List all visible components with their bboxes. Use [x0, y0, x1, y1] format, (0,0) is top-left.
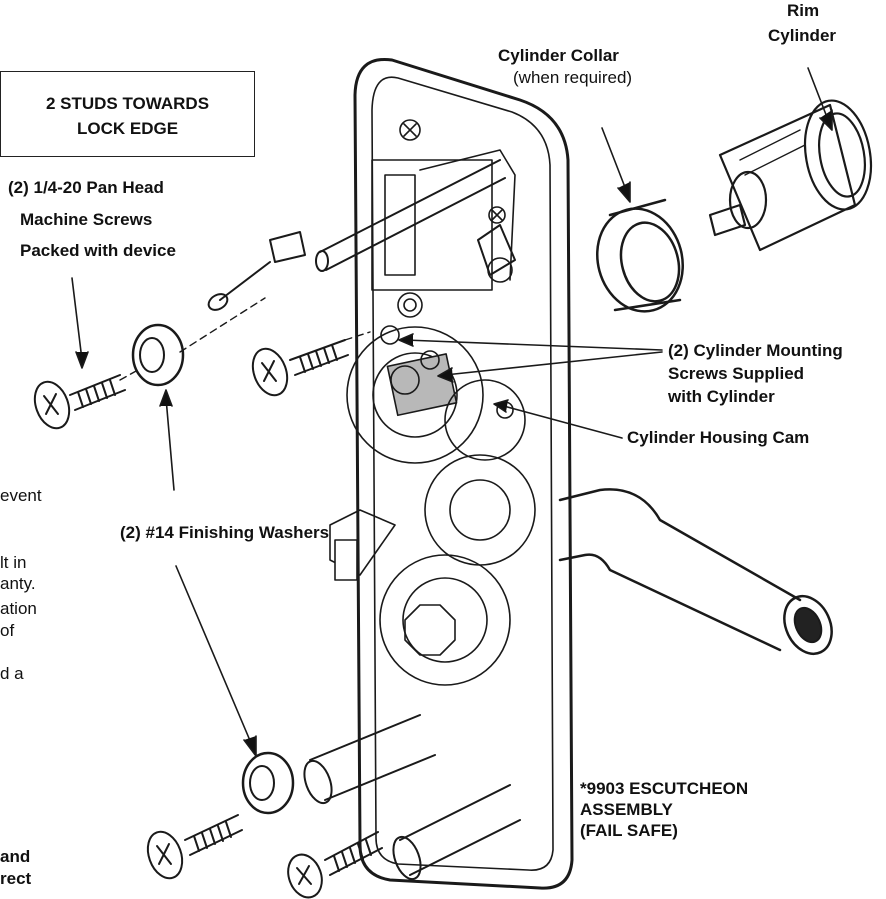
cropped-text-3: anty.: [0, 574, 36, 593]
cropped-text-4: ation: [0, 599, 37, 618]
cropped-text-7: and: [0, 847, 31, 866]
escutcheon-plate: [353, 57, 574, 890]
stud-orientation-note: 2 STUDS TOWARDS LOCK EDGE: [0, 71, 255, 157]
screws-label-line1: (2) 1/4-20 Pan Head: [8, 178, 164, 197]
lower-studs: [303, 714, 521, 881]
upper-stud-rod: [207, 159, 516, 311]
leader-arrows: [71, 67, 833, 757]
lower-screw-left: [146, 814, 243, 880]
assembly-label-line2: ASSEMBLY: [580, 800, 673, 819]
cropped-text-2: lt in: [0, 553, 27, 572]
assembly-label-line1: *9903 ESCUTCHEON: [580, 779, 749, 798]
dashed-alignment-lines: [119, 297, 371, 381]
screws-label-line2: Machine Screws: [20, 210, 153, 229]
left-screw-upper: [33, 374, 126, 430]
mounting-screws-label-line1: (2) Cylinder Mounting: [668, 341, 843, 360]
cropped-text-6: d a: [0, 664, 24, 683]
lower-washer: [241, 751, 295, 815]
cylinder-collar: [596, 198, 684, 313]
lower-screw-right: [287, 831, 383, 899]
housing-cam-label: Cylinder Housing Cam: [627, 428, 810, 447]
cropped-text-5: of: [0, 621, 15, 640]
cropped-text-1: event: [0, 486, 42, 505]
cylinder-collar-note: (when required): [513, 68, 633, 87]
stud-note-line1: 2 STUDS TOWARDS: [45, 94, 210, 113]
rim-cylinder: [708, 99, 873, 252]
rim-cylinder-label-line2: Cylinder: [768, 26, 837, 45]
screws-label-line3: Packed with device: [20, 241, 176, 260]
rim-cylinder-label-line1: Rim: [787, 1, 820, 20]
stud-note-line2: LOCK EDGE: [76, 119, 179, 138]
mounting-screws-label-line2: Screws Supplied: [668, 364, 805, 383]
lever-handle: [558, 488, 833, 655]
lock-mechanism: [329, 119, 536, 686]
mounting-screws-label-line3: with Cylinder: [668, 387, 775, 406]
assembly-label-line3: (FAIL SAFE): [580, 821, 678, 840]
upper-washer: [131, 323, 185, 387]
left-screw-middle: [251, 339, 349, 397]
washers-label: (2) #14 Finishing Washers: [120, 523, 330, 542]
cylinder-collar-label: Cylinder Collar: [498, 46, 619, 65]
cropped-text-8: rect: [0, 869, 32, 888]
